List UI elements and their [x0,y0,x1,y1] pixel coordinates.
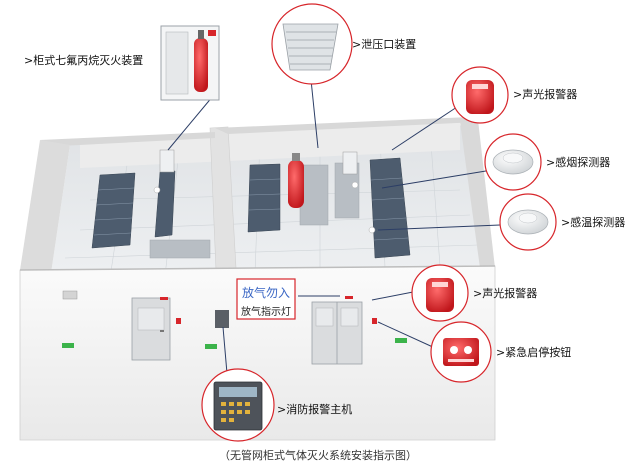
wall-lamp [62,290,78,300]
diagram-caption: （无管网柜式气体灭火系统安装指示图） [219,449,417,462]
label-cabinet: >柜式七氟丙烷灭火装置 [24,54,144,67]
rack-grid-left [93,187,135,236]
top-rim [215,117,478,134]
indicator-label: 放气指示灯 [241,305,291,318]
alarm-icon-mid [411,264,469,322]
smoke-detector-icon [484,133,542,191]
wall-red-markers [160,296,377,324]
left-wall [20,140,70,280]
double-door [311,301,363,365]
label-heat-detector: >感温探测器 [561,216,626,229]
heat-detector-icon [499,193,557,251]
emergency-button-icon [430,321,492,383]
label-alarm-host: >消防报警主机 [277,403,353,416]
exit-signs [62,338,407,349]
vent-icon [271,3,353,85]
server-racks-right [247,157,411,259]
label-alarm-mid: >声光报警器 [473,287,538,300]
label-smoke-detector: >感烟探测器 [546,156,611,169]
door-left [131,297,171,361]
cylinder-center [288,153,304,208]
cabinet-unit-icon [160,25,220,101]
indicator-glyphs: 放气勿入 [242,285,290,300]
equipment-blocks [149,162,360,259]
wall-box [215,310,229,328]
interior-cabinet [159,149,358,175]
alarm-host-icon [201,368,275,442]
gas-release-indicator: 放气勿入 放气指示灯 [236,278,296,320]
rack-grid-right [248,177,409,241]
right-wall [460,120,495,268]
building: 放气勿入 放气指示灯 [19,117,496,441]
alarm-icon-top [451,66,509,124]
label-vent: >泄压口装置 [352,38,417,51]
label-alarm-top: >声光报警器 [513,88,578,101]
label-emergency-button: >紧急启停按钮 [496,346,572,359]
top-rim-left [40,132,215,146]
back-wall [80,122,460,168]
